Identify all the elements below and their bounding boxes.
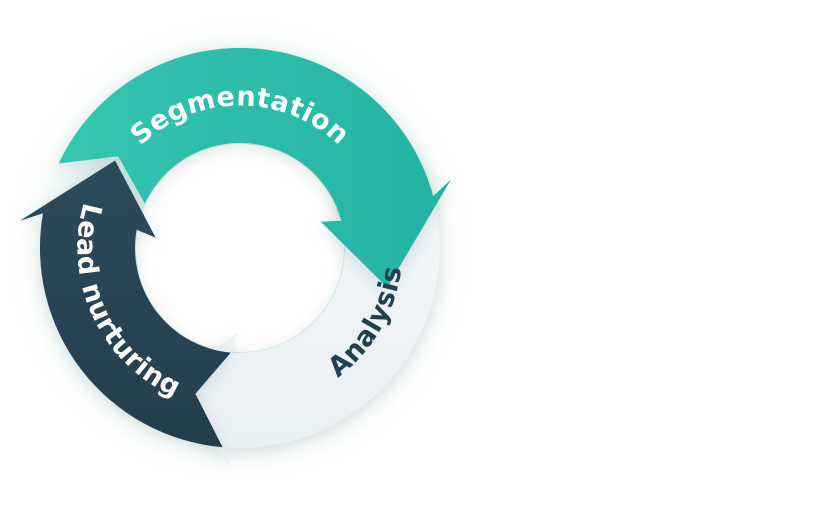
step-lead-nurturing-arrow [19, 160, 231, 448]
center-hole [136, 144, 344, 352]
step-segmentation-arrow [58, 47, 452, 288]
